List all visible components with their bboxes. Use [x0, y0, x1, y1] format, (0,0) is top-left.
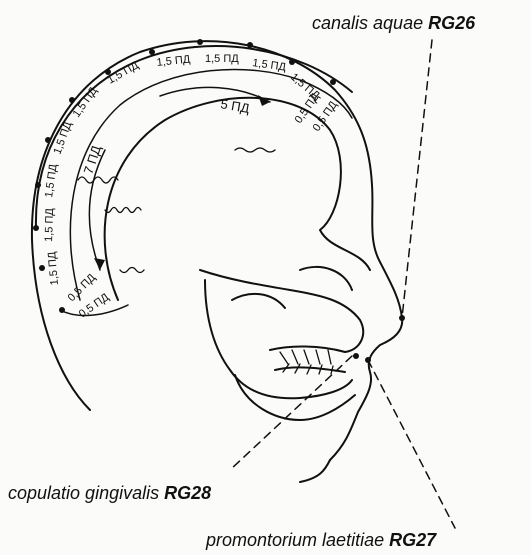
teeth: [280, 350, 333, 374]
callout-rg27: promontorium laetitiae RG27: [206, 531, 436, 549]
inner-arrow-arc: [160, 87, 270, 102]
skull-face: [200, 267, 363, 398]
crown-top-label-3: 1,5 ПД: [252, 57, 288, 74]
callout-rg27-name: promontorium laetitiae: [206, 530, 384, 550]
callout-rg26-name: canalis aquae: [312, 13, 423, 33]
back-label-5: 1,5 ПД: [43, 207, 56, 242]
rg27-leader: [368, 360, 455, 528]
back-label-4: 1,5 ПД: [43, 163, 60, 199]
callout-rg28: copulatio gingivalis RG28: [8, 484, 211, 502]
callout-rg26-code: RG26: [428, 13, 475, 33]
back-label-2: 1,5 ПД: [71, 85, 100, 120]
back-label-6: 1,5 ПД: [46, 251, 61, 286]
rg28-leader: [230, 356, 352, 470]
callout-rg26: canalis aquae RG26: [312, 14, 475, 32]
crown-top-label-1: 1,5 ПД: [156, 53, 191, 69]
callout-rg28-code: RG28: [164, 483, 211, 503]
crown-top-label-2: 1,5 ПД: [205, 53, 239, 65]
inner-arc-label: 5 ПД: [219, 96, 250, 116]
callout-rg28-name: copulatio gingivalis: [8, 483, 159, 503]
callout-rg27-code: RG27: [389, 530, 436, 550]
rg26-leader: [402, 40, 432, 318]
back-label-1: 1,5 ПД: [106, 59, 142, 87]
neck-line: [300, 460, 330, 482]
arrowhead-back: [94, 258, 105, 270]
